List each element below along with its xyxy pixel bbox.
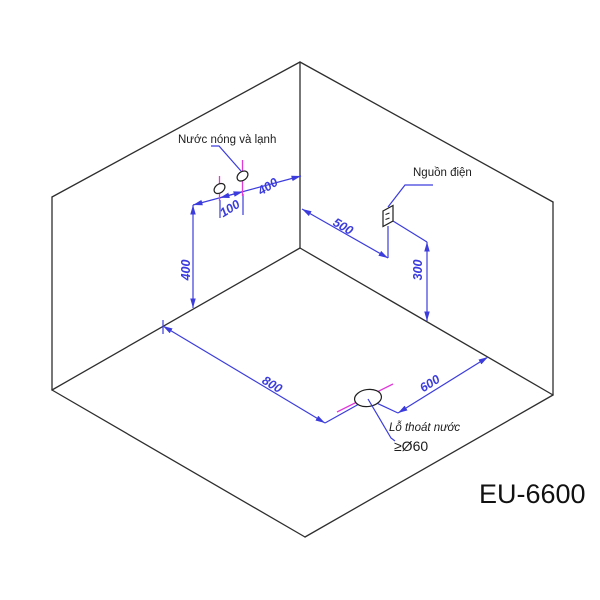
drain-leader-line — [367, 398, 396, 442]
dim-text-pipe-spacing: 100 — [217, 197, 242, 220]
model-number-label: EU-6600 — [479, 479, 586, 509]
dim-text-outlet-height: 300 — [411, 260, 425, 281]
dim-line-pipe-spacing — [219, 191, 244, 199]
right-wall-top-edge — [299, 61, 554, 203]
drain-diameter-label: ≥Ø60 — [394, 438, 428, 454]
cold-water-pipe-icon — [213, 182, 226, 195]
power-outlet-icon — [382, 204, 394, 228]
dim-line-outlet-to-corner — [301, 208, 389, 259]
right-wall-floor-junction — [299, 247, 554, 396]
power-outlet-slots — [385, 212, 390, 220]
floor-front-right-edge — [304, 394, 554, 538]
dim-text-pipes-height: 400 — [179, 260, 193, 282]
dim-line-drain-to-left-wall — [162, 325, 326, 424]
dim-line-drain-to-right-wall — [397, 356, 489, 414]
hot-water-pipe-icon — [236, 170, 249, 182]
dim-text-drain-to-right-wall: 600 — [417, 372, 442, 395]
drain-hole-icon — [353, 388, 383, 408]
dim-line-pipes-to-corner — [192, 175, 302, 206]
dim-text-drain-to-left-wall: 800 — [260, 373, 285, 396]
dim-text-pipes-to-corner: 400 — [254, 175, 280, 198]
dim-text-outlet-to-corner: 500 — [330, 215, 355, 238]
power-source-label: Nguồn điện — [413, 167, 472, 179]
hot-cold-water-leader-line — [211, 145, 242, 172]
power-source-leader-line — [387, 184, 433, 208]
drain-hole-label: Lỗ thoát nước — [389, 421, 460, 434]
hot-cold-water-label: Nước nóng và lạnh — [178, 134, 276, 146]
extension-line-outlet-height — [392, 220, 428, 243]
left-wall-floor-junction — [51, 247, 301, 391]
floor-front-left-edge — [51, 389, 306, 538]
left-wall-top-edge — [51, 61, 301, 198]
